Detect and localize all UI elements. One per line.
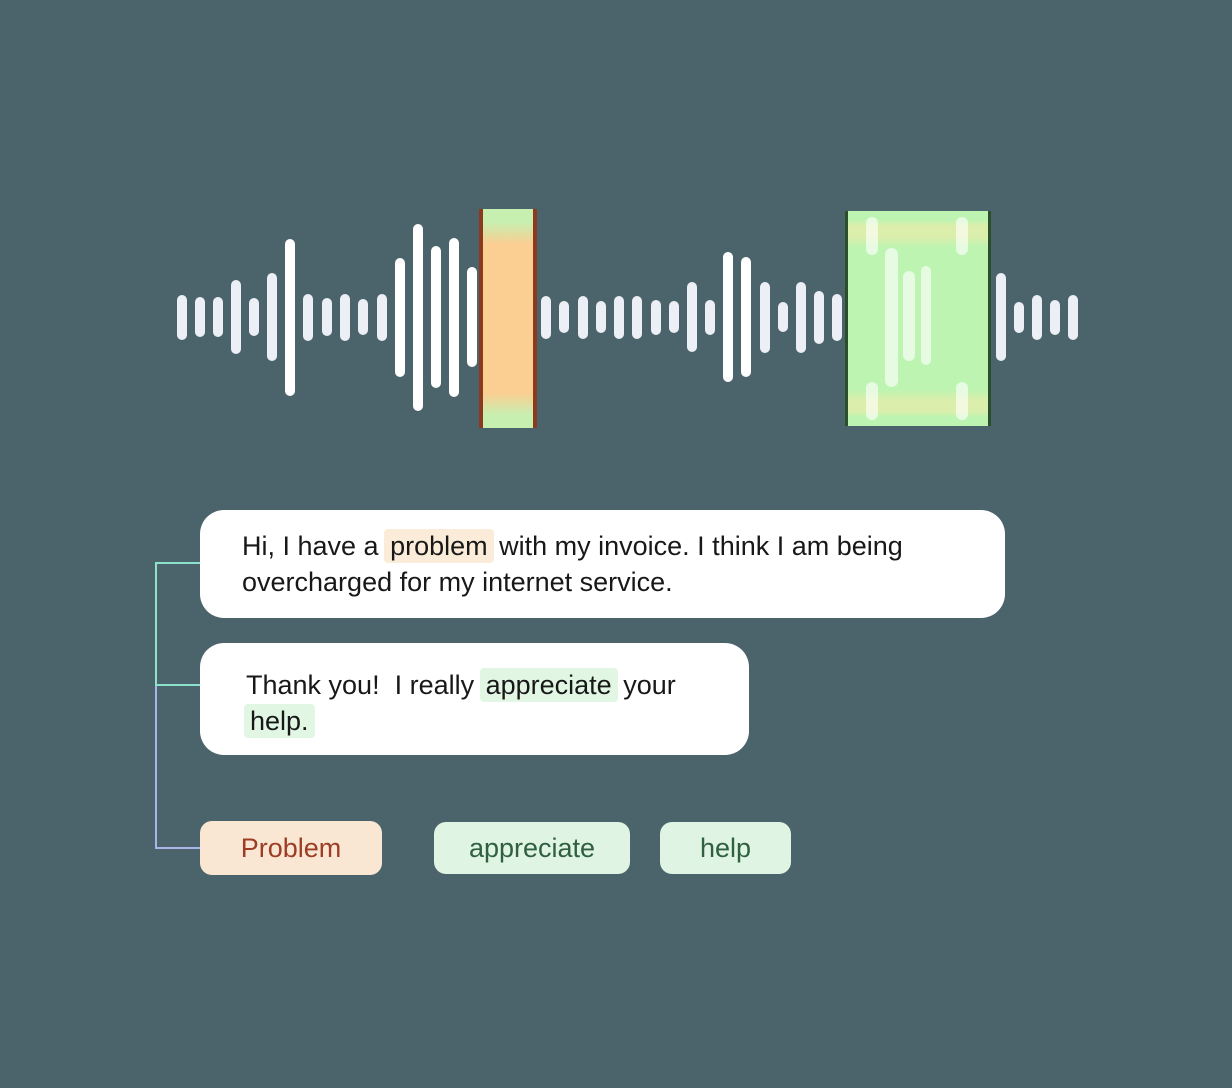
segment-waveform-bar [921, 266, 931, 365]
tag-chip-help[interactable]: help [660, 822, 791, 874]
waveform-bar [541, 295, 551, 339]
tag-connector-vertical [155, 686, 157, 848]
message-text: overcharged for my internet service. [242, 567, 673, 597]
waveform-bar [267, 273, 277, 361]
highlighted-word-help[interactable]: help. [244, 704, 315, 738]
waveform-bar [322, 298, 332, 336]
waveform-bar [760, 281, 770, 353]
message-line: Hi, I have a problem with my invoice. I … [242, 528, 1005, 564]
waveform-bar [1032, 294, 1042, 340]
bracket-line-bottom-arm [155, 684, 201, 686]
message-text: your [615, 670, 676, 700]
tag-chip-appreciate-label: appreciate [468, 832, 596, 863]
waveform-bar [358, 299, 368, 335]
message-line: overcharged for my internet service. [242, 564, 1005, 600]
waveform-bar [467, 267, 477, 367]
message-line: help. [244, 703, 749, 739]
highlighted-word-problem[interactable]: problem [384, 529, 494, 563]
waveform-bar [596, 301, 606, 333]
waveform-bar [778, 302, 788, 332]
waveform-bar [723, 252, 733, 382]
waveform-bar [651, 299, 661, 335]
waveform-bar [741, 257, 751, 377]
waveform-bar [705, 299, 715, 335]
bracket-line-top-arm [155, 562, 201, 564]
message-text: Thank you! I really [246, 670, 482, 700]
waveform-bar [340, 293, 350, 341]
waveform-bar [996, 273, 1006, 361]
waveform-bar [413, 223, 423, 411]
tag-chip-problem-label: Problem [240, 832, 342, 863]
message-text: Hi, I have a [242, 531, 387, 561]
segment-waveform-bar [866, 382, 878, 420]
waveform-bar [395, 257, 405, 377]
waveform-bar [632, 295, 642, 339]
waveform-bar [303, 293, 313, 341]
waveform-bar [213, 297, 223, 337]
waveform-bar [1068, 294, 1078, 340]
waveform-bar [1050, 299, 1060, 335]
segment-waveform-bar [956, 382, 968, 420]
segment-waveform-bar [956, 217, 968, 255]
waveform-bar [431, 246, 441, 388]
segment-waveform-bar [866, 217, 878, 255]
waveform-bar [377, 293, 387, 341]
tag-chip-problem[interactable]: Problem [200, 821, 382, 875]
message-line: Thank you! I really appreciate your [246, 667, 749, 703]
tag-connector-arm [155, 847, 201, 849]
waveform-segment-positive[interactable] [845, 211, 991, 426]
waveform-bar [285, 238, 295, 396]
chat-bubble-1: Hi, I have a problem with my invoice. I … [200, 510, 1005, 618]
waveform-bar [832, 293, 842, 341]
waveform-bar [177, 294, 187, 340]
waveform-bar [249, 298, 259, 336]
tag-chip-appreciate[interactable]: appreciate [434, 822, 630, 874]
waveform-bar [669, 301, 679, 333]
segment-waveform-bar [885, 248, 898, 387]
waveform-bar [814, 290, 824, 344]
waveform-bar [1014, 301, 1024, 333]
waveform-bar [195, 297, 205, 337]
segment-waveform-bar [903, 271, 915, 361]
tag-chip-help-label: help [699, 832, 752, 863]
waveform-segment-problem[interactable] [479, 209, 537, 428]
waveform-bar [796, 281, 806, 353]
message-text: with my invoice. I think I am being [491, 531, 903, 561]
waveform-bar [231, 280, 241, 354]
waveform-bar [578, 295, 588, 339]
waveform-bar [687, 282, 697, 352]
waveform-bar [614, 295, 624, 339]
waveform-bar [559, 301, 569, 333]
waveform-bar [449, 237, 459, 397]
bracket-line-vertical [155, 562, 157, 686]
highlighted-word-appreciate[interactable]: appreciate [479, 668, 618, 702]
